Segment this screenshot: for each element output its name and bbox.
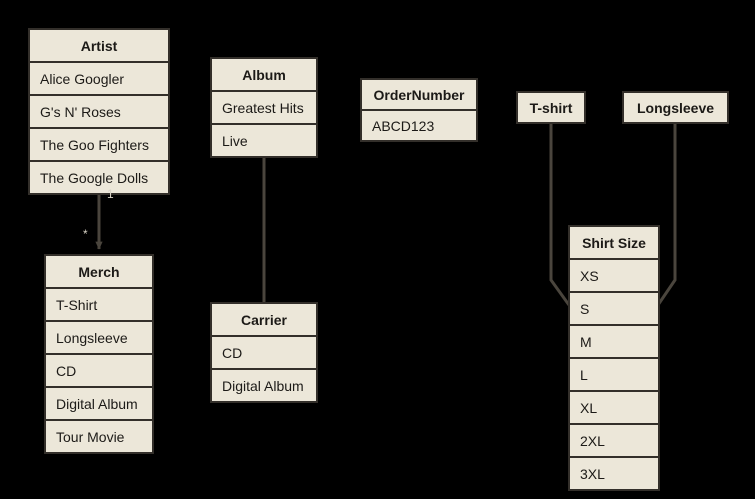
entity-row[interactable]: The Google Dolls: [30, 162, 168, 193]
entity-row[interactable]: ABCD123: [362, 111, 476, 140]
entity-row[interactable]: The Goo Fighters: [30, 129, 168, 160]
entity-header-tshirt: T-shirt: [518, 93, 584, 122]
entity-row[interactable]: XL: [570, 392, 658, 423]
entity-row[interactable]: CD: [46, 355, 152, 386]
entity-row[interactable]: 2XL: [570, 425, 658, 456]
entity-row[interactable]: Greatest Hits: [212, 92, 316, 123]
edge-label-artist-one: 1: [107, 187, 114, 201]
entity-row[interactable]: 3XL: [570, 458, 658, 489]
entity-tshirt[interactable]: T-shirt: [516, 91, 586, 124]
entity-header-longsleeve: Longsleeve: [624, 93, 727, 122]
entity-row[interactable]: Alice Googler: [30, 63, 168, 94]
entity-row[interactable]: CD: [212, 337, 316, 368]
entity-header-merch: Merch: [46, 256, 152, 287]
edge-label-merch-many: *: [83, 227, 88, 241]
entity-row[interactable]: L: [570, 359, 658, 390]
entity-row[interactable]: XS: [570, 260, 658, 291]
entity-row[interactable]: Digital Album: [212, 370, 316, 401]
entity-header-shirtsize: Shirt Size: [570, 227, 658, 258]
entity-row[interactable]: Longsleeve: [46, 322, 152, 353]
entity-row[interactable]: Live: [212, 125, 316, 156]
connector-longsleeve-to-shirtsize: [656, 120, 677, 306]
entity-header-album: Album: [212, 59, 316, 90]
connector-tshirt-to-shirtsize: [549, 120, 571, 306]
entity-row[interactable]: T-Shirt: [46, 289, 152, 320]
entity-header-ordernumber: OrderNumber: [362, 80, 476, 109]
entity-header-carrier: Carrier: [212, 304, 316, 335]
entity-row[interactable]: S: [570, 293, 658, 324]
entity-row[interactable]: Tour Movie: [46, 421, 152, 452]
entity-row[interactable]: Digital Album: [46, 388, 152, 419]
entity-row[interactable]: G's N' Roses: [30, 96, 168, 127]
entity-header-artist: Artist: [30, 30, 168, 61]
entity-row[interactable]: M: [570, 326, 658, 357]
entity-longsleeve[interactable]: Longsleeve: [622, 91, 729, 124]
